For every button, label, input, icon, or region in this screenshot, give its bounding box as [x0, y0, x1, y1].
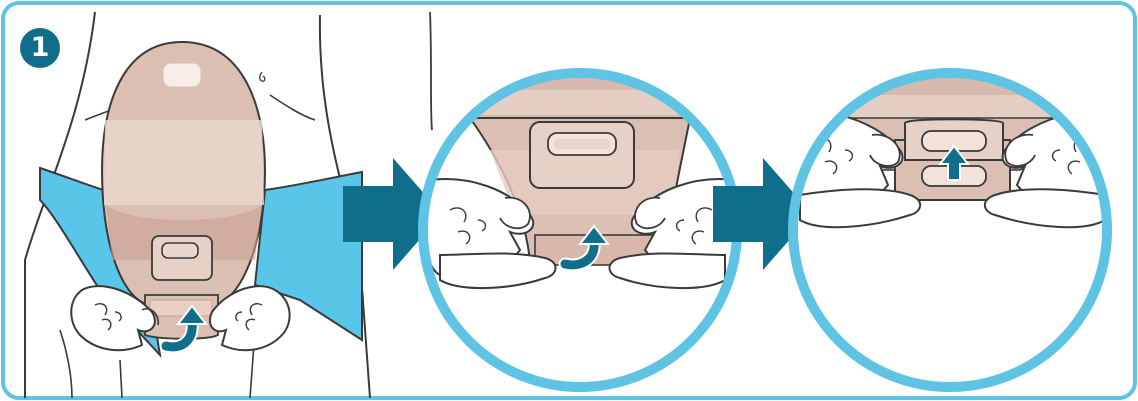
- right-hand: [208, 285, 291, 352]
- body-outline-left: [24, 11, 96, 398]
- garment-right: [253, 170, 363, 342]
- step-number-badge: 1: [20, 28, 60, 68]
- curved-up-arrow-icon: [159, 304, 209, 354]
- panel-zoom-step-2: [418, 11, 742, 392]
- curved-up-arrow-icon: [558, 224, 611, 272]
- left-hand: [70, 285, 156, 352]
- zoom-circle: [788, 68, 1112, 392]
- right-arrow-icon: [343, 158, 442, 270]
- panel-full-view: [24, 11, 371, 399]
- pouch-filter: [162, 62, 202, 88]
- right-arrow-icon: [713, 158, 812, 270]
- straight-up-arrow-icon: [937, 144, 971, 181]
- panel-zoom-step-3: [788, 68, 1112, 392]
